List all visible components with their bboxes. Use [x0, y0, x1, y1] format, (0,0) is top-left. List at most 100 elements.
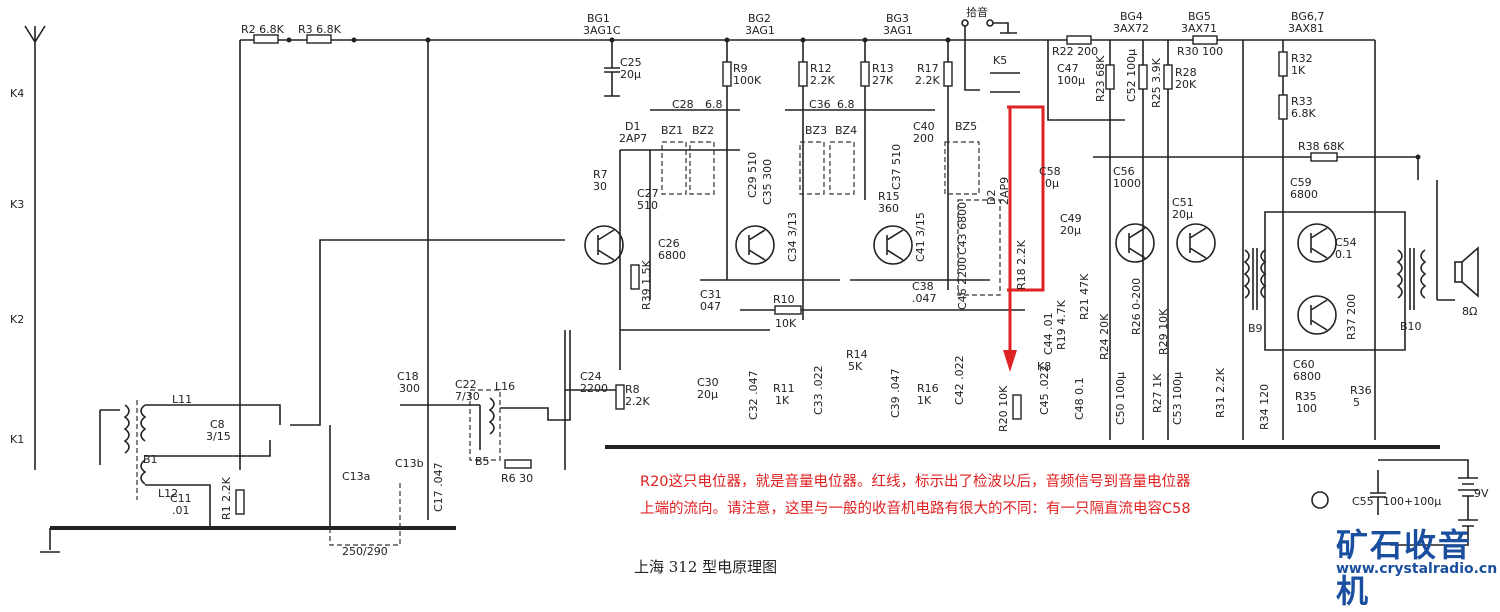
annotation-line-1: R20这只电位器，就是音量电位器。红线，标示出了检波以后，音频信号到音量电位器 [640, 474, 1191, 490]
transistor-bg7 [1297, 295, 1337, 335]
label-c41: C41 3/15 [914, 212, 927, 262]
label-d1: D1 [625, 120, 640, 133]
label-c40: C40 [913, 120, 935, 133]
transistor-bg5 [1176, 223, 1216, 263]
transistor-bg2 [735, 225, 775, 265]
label-r13: R13 [872, 62, 894, 75]
label-r15-value: 360 [878, 202, 899, 215]
resistor-r2 [253, 34, 279, 44]
label-pickup: 拾音 [966, 5, 988, 19]
label-c33: C33 .022 [812, 365, 825, 415]
label-c27: C27 [637, 187, 659, 200]
label-c55: C55 [1352, 495, 1374, 508]
transistor-bg3 [873, 225, 913, 265]
signal-arrow-icon [1003, 350, 1017, 372]
label-c54: C54 [1335, 236, 1357, 249]
speaker-icon [1436, 180, 1479, 301]
label-c28: C28 [672, 98, 694, 111]
label-bg4-type: 3AX72 [1113, 22, 1149, 35]
label-c47-value: 100μ [1057, 74, 1085, 87]
label-r29: R29 10K [1157, 308, 1170, 355]
label-r38: R38 68K [1298, 140, 1345, 153]
label-c58-value: 0μ [1045, 177, 1059, 190]
label-c39: C39 .047 [889, 368, 902, 418]
label-bz3: BZ3 [805, 124, 827, 137]
label-bz2: BZ2 [692, 124, 714, 137]
label-c44: C44 .01 [1042, 312, 1055, 355]
label-bg67-type: 3AX81 [1288, 22, 1324, 35]
label-r20-volume-pot: R20 10K [997, 385, 1010, 432]
label-c32: C32 .047 [747, 370, 760, 420]
signal-path-highlight [1007, 105, 1045, 292]
label-r31: R31 2.2K [1214, 367, 1227, 418]
annotation-line-2: 上端的流向。请注意，这里与一般的收音机电路有很大的不同：有一只隔直流电容C58 [640, 501, 1191, 517]
pilot-lamp-icon [1311, 491, 1329, 509]
label-r19: R19 4.7K [1055, 299, 1068, 350]
label-r11: R11 [773, 382, 795, 395]
label-bg2: BG2 [748, 12, 771, 25]
schematic-canvas: K4 K3 K2 K1 R2 6.8K R3 6.8K BG1 3AG1C BG… [10, 5, 1489, 558]
label-c45: C45 .022 [1038, 365, 1051, 415]
label-c34: C34 3/13 [786, 212, 799, 262]
label-c28-value: 6.8 [705, 98, 723, 111]
label-r17: R17 [917, 62, 939, 75]
label-d2: D2 [985, 190, 998, 205]
label-k2: K2 [10, 313, 24, 326]
label-r30: R30 100 [1177, 45, 1223, 58]
label-r8-value: 2.2K [625, 395, 650, 408]
label-k1: K1 [10, 433, 24, 446]
label-r39: R39 1.5K [640, 259, 653, 310]
label-bz4: BZ4 [835, 124, 857, 137]
label-r28: R28 [1175, 66, 1197, 79]
label-k5: K5 [993, 54, 1007, 67]
battery-icon [1378, 459, 1478, 546]
label-bg3-type: 3AG1 [883, 24, 913, 37]
label-c22-value: 7/30 [455, 390, 480, 403]
label-speaker-impedance: 8Ω [1462, 305, 1477, 318]
label-r7-value: 30 [593, 180, 607, 193]
label-r33-value: 6.8K [1291, 107, 1316, 120]
resistor-r3 [306, 34, 332, 44]
label-c48: C48 0.1 [1073, 377, 1086, 420]
label-d1-value: 2AP7 [619, 132, 647, 145]
label-c13b: C13b [395, 457, 424, 470]
label-r10: R10 [773, 293, 795, 306]
label-c50: C50 100μ [1114, 372, 1127, 425]
label-r23: R23 68K [1094, 55, 1107, 102]
label-c17: C17 .047 [432, 462, 445, 512]
label-r18: R18 2.2K [1015, 239, 1028, 290]
label-d2-value: 2AP9 [998, 177, 1011, 205]
label-c51-value: 20μ [1172, 208, 1193, 221]
label-r34: R34 120 [1258, 384, 1271, 430]
label-c51: C51 [1172, 196, 1194, 209]
label-c56: C56 [1113, 165, 1135, 178]
label-c55-value: 100+100μ [1383, 495, 1441, 508]
label-c24: C24 [580, 370, 602, 383]
transformer-b9 [1243, 211, 1406, 351]
label-r35-value: 100 [1296, 402, 1317, 415]
label-c58: C58 [1039, 165, 1061, 178]
label-r36: R36 [1350, 384, 1372, 397]
label-r14: R14 [846, 348, 868, 361]
label-r16-value: 1K [917, 394, 932, 407]
transistor-bg1 [584, 225, 624, 265]
label-bg4: BG4 [1120, 10, 1143, 23]
label-c18: C18 [397, 370, 419, 383]
label-r22: R22 200 [1052, 45, 1098, 58]
label-b9: B9 [1248, 322, 1263, 335]
label-c43: C43 6800 [956, 202, 969, 255]
label-r26: R26 0-200 [1130, 278, 1143, 335]
label-r9: R9 [733, 62, 748, 75]
label-c59-value: 6800 [1290, 188, 1318, 201]
label-r9-value: 100K [733, 74, 762, 87]
label-c54-value: 0.1 [1335, 248, 1353, 261]
label-r21: R21 47K [1078, 273, 1091, 320]
label-c29: C29 510 [746, 152, 759, 198]
label-c53: C53 100μ [1171, 372, 1184, 425]
label-r17-value: 2.2K [915, 74, 940, 87]
label-c31: C31 [700, 288, 722, 301]
label-c46: C46 2200 [956, 257, 969, 310]
label-c11-value: .01 [172, 504, 190, 517]
label-r24: R24 20K [1098, 313, 1111, 360]
diagram-title: 上海 312 型电原理图 [634, 558, 778, 576]
